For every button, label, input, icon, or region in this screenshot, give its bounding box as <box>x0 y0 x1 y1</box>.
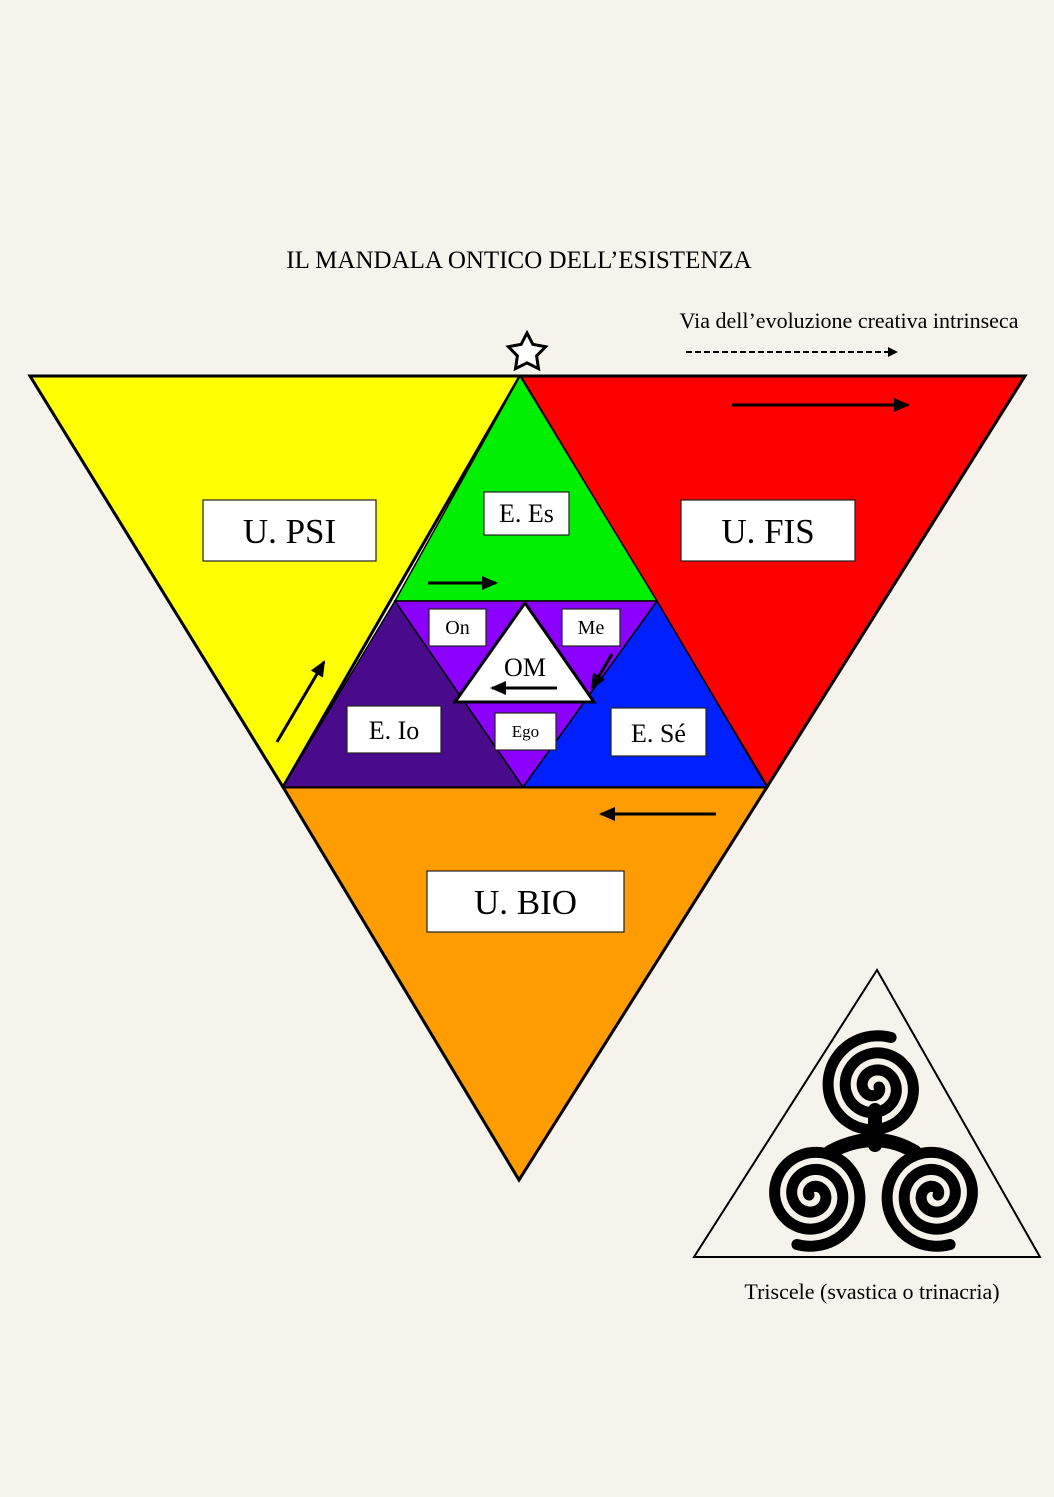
me-box <box>561 608 621 647</box>
ego-box <box>494 712 557 751</box>
e-io-label: E. Io <box>369 716 420 745</box>
on-label: On <box>445 617 469 639</box>
star-icon <box>505 329 549 372</box>
diagram-title: IL MANDALA ONTICO DELL’ESISTENZA <box>286 247 751 274</box>
triskele-frame <box>692 968 1042 1258</box>
triskele-caption: Triscele (svastica o trinacria) <box>744 1279 999 1304</box>
ego-label: Ego <box>512 722 539 741</box>
om-label: OM <box>504 653 546 682</box>
on-box <box>428 608 487 647</box>
region-bio <box>280 785 770 1183</box>
u-psi-label: U. PSI <box>243 512 336 551</box>
e-se-label: E. Sé <box>631 719 686 748</box>
u-psi-box <box>202 499 377 562</box>
u-fis-box <box>680 499 856 562</box>
u-fis-label: U. FIS <box>721 512 814 551</box>
me-label: Me <box>578 617 605 639</box>
e-es-box <box>483 491 570 536</box>
u-bio-box <box>426 870 625 933</box>
om-triangle <box>452 600 597 704</box>
e-es-label: E. Es <box>499 499 554 528</box>
region-psi <box>27 374 523 790</box>
flow-note: Via dell’evoluzione creativa intrinseca <box>680 308 1019 333</box>
u-bio-label: U. BIO <box>474 883 577 922</box>
e-se-box <box>610 707 707 757</box>
e-io-box <box>346 705 442 754</box>
arrow-psi <box>275 660 326 743</box>
arrow-me <box>590 653 614 690</box>
triskele-icon <box>769 1030 978 1252</box>
